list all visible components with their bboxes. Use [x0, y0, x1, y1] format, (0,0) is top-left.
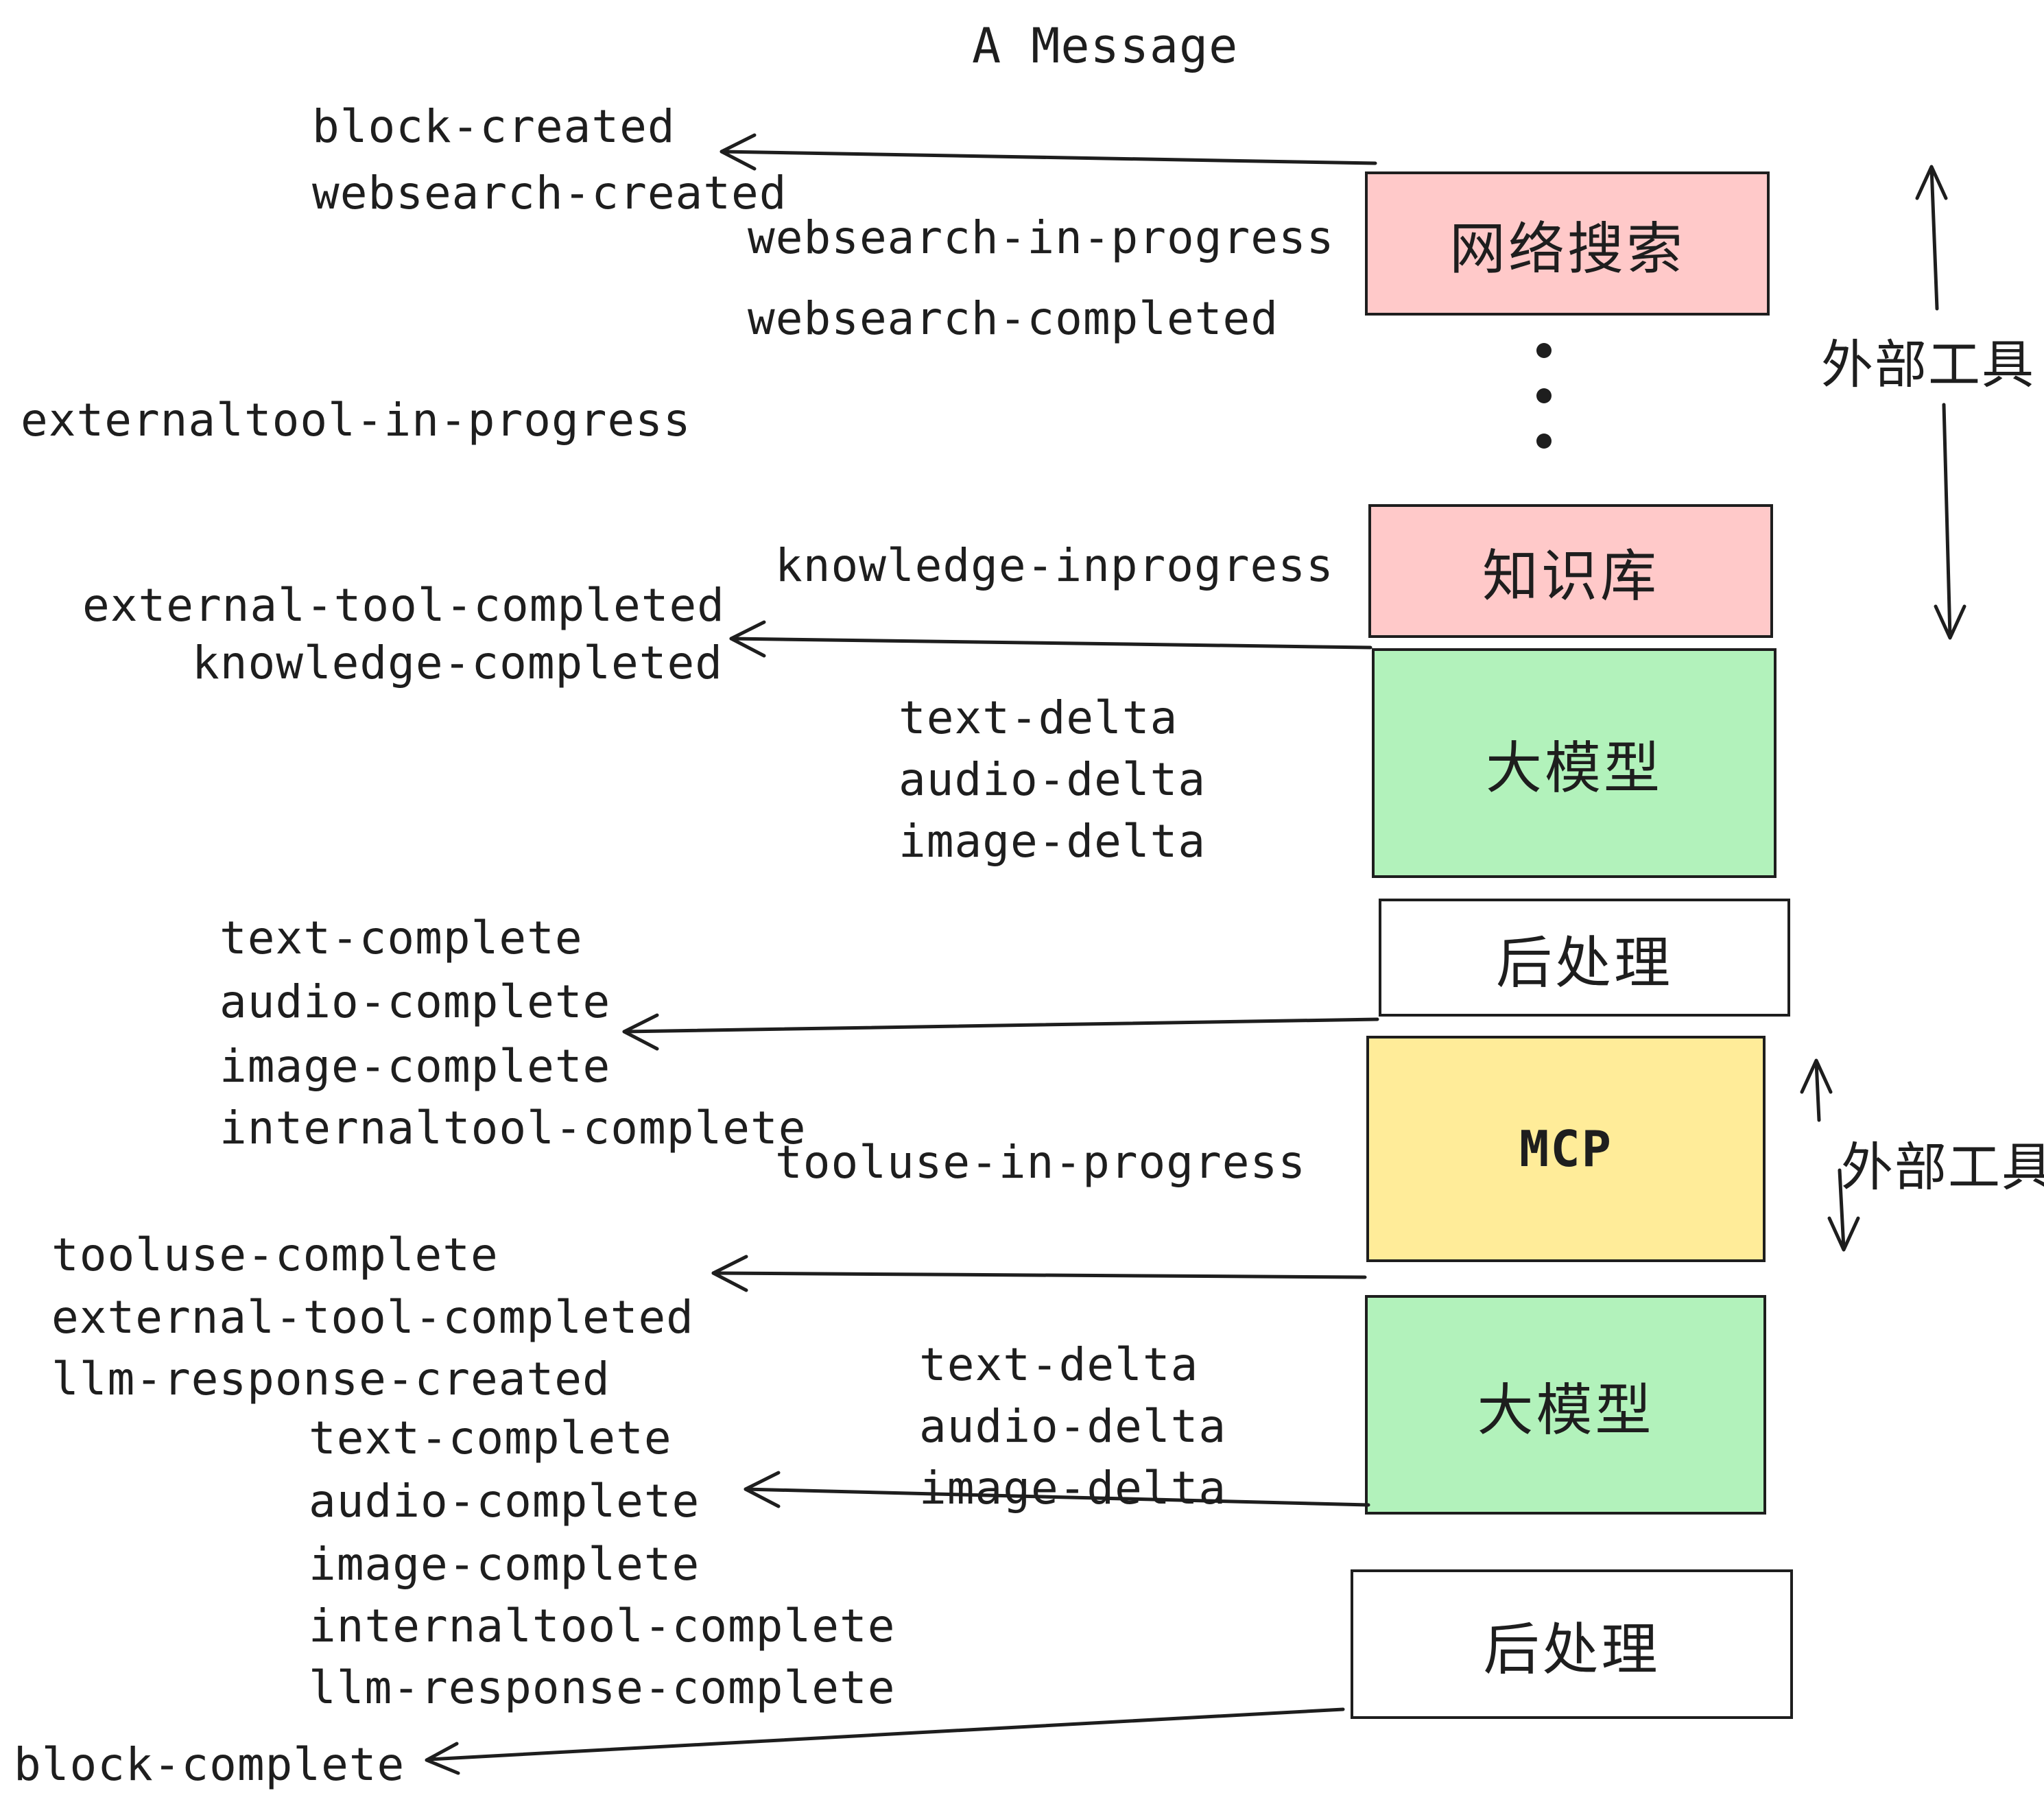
event-text-delta-2: text-delta — [919, 1338, 1199, 1391]
external-tools-label-bottom: 外部工具 — [1841, 1137, 2044, 1198]
external-tools-down-arrow-top — [1934, 403, 1966, 640]
box-websearch-label: 网络搜索 — [1449, 216, 1685, 282]
external-tools-label-top: 外部工具 — [1821, 334, 2035, 395]
event-image-complete-2: image-complete — [309, 1538, 700, 1591]
box-llm-top: 大模型 — [1372, 648, 1776, 878]
box-llm-top-label: 大模型 — [1485, 736, 1663, 801]
event-websearch-in-progress: websearch-in-progress — [748, 211, 1335, 264]
box-postprocess-top-label: 后处理 — [1495, 930, 1673, 996]
arrow-postprocess-to-image-complete — [622, 1013, 1379, 1051]
box-mcp: MCP — [1366, 1036, 1766, 1262]
event-externaltool-in-progress: externaltool-in-progress — [21, 394, 691, 447]
event-tooluse-in-progress: tooluse-in-progress — [775, 1136, 1306, 1189]
event-image-delta-1: image-delta — [899, 815, 1207, 868]
external-tools-up-arrow-top — [1915, 165, 1948, 311]
event-llm-response-complete: llm-response-complete — [309, 1661, 896, 1714]
arrow-websearch-to-block-created — [720, 133, 1377, 171]
box-llm-bottom: 大模型 — [1365, 1295, 1766, 1515]
event-block-created: block-created — [312, 100, 676, 153]
event-internaltool-complete-2: internaltool-complete — [309, 1600, 896, 1652]
event-audio-complete-1: audio-complete — [219, 975, 611, 1028]
box-llm-bottom-label: 大模型 — [1477, 1377, 1654, 1443]
event-text-complete-1: text-complete — [219, 912, 583, 964]
external-tools-up-arrow-bottom — [1800, 1058, 1833, 1122]
box-mcp-label: MCP — [1519, 1120, 1613, 1178]
arrow-postprocess-to-block-complete — [425, 1707, 1345, 1775]
box-postprocess-top: 后处理 — [1379, 899, 1790, 1017]
event-block-complete: block-complete — [14, 1738, 405, 1791]
arrow-mcp-to-tooluse-complete — [711, 1255, 1367, 1292]
diagram-title: A Message — [972, 18, 1239, 74]
event-knowledge-completed: knowledge-completed — [192, 637, 723, 689]
event-external-tool-completed-2: external-tool-completed — [51, 1291, 694, 1344]
event-image-complete-1: image-complete — [219, 1040, 611, 1093]
event-websearch-completed: websearch-completed — [748, 292, 1279, 345]
event-internaltool-complete-1: internaltool-complete — [219, 1102, 807, 1154]
event-tooluse-complete: tooluse-complete — [51, 1229, 499, 1281]
box-postprocess-bottom-label: 后处理 — [1483, 1617, 1661, 1683]
event-image-delta-2: image-delta — [919, 1462, 1227, 1515]
event-external-tool-completed-1: external-tool-completed — [82, 579, 725, 632]
arrow-llm-to-knowledge-completed — [729, 620, 1372, 658]
event-knowledge-inprogress: knowledge-inprogress — [775, 539, 1334, 592]
box-postprocess-bottom: 后处理 — [1351, 1569, 1793, 1719]
event-audio-delta-1: audio-delta — [899, 753, 1207, 806]
box-knowledge-label: 知识库 — [1482, 544, 1659, 609]
box-websearch: 网络搜索 — [1365, 171, 1770, 316]
event-llm-response-created: llm-response-created — [51, 1353, 610, 1405]
event-text-complete-2: text-complete — [309, 1412, 672, 1464]
event-audio-complete-2: audio-complete — [309, 1475, 700, 1528]
box-knowledge: 知识库 — [1368, 504, 1773, 638]
event-websearch-created: websearch-created — [312, 167, 787, 219]
event-audio-delta-2: audio-delta — [919, 1400, 1227, 1453]
event-text-delta-1: text-delta — [899, 691, 1178, 744]
vertical-ellipsis-icon — [1536, 343, 1552, 479]
